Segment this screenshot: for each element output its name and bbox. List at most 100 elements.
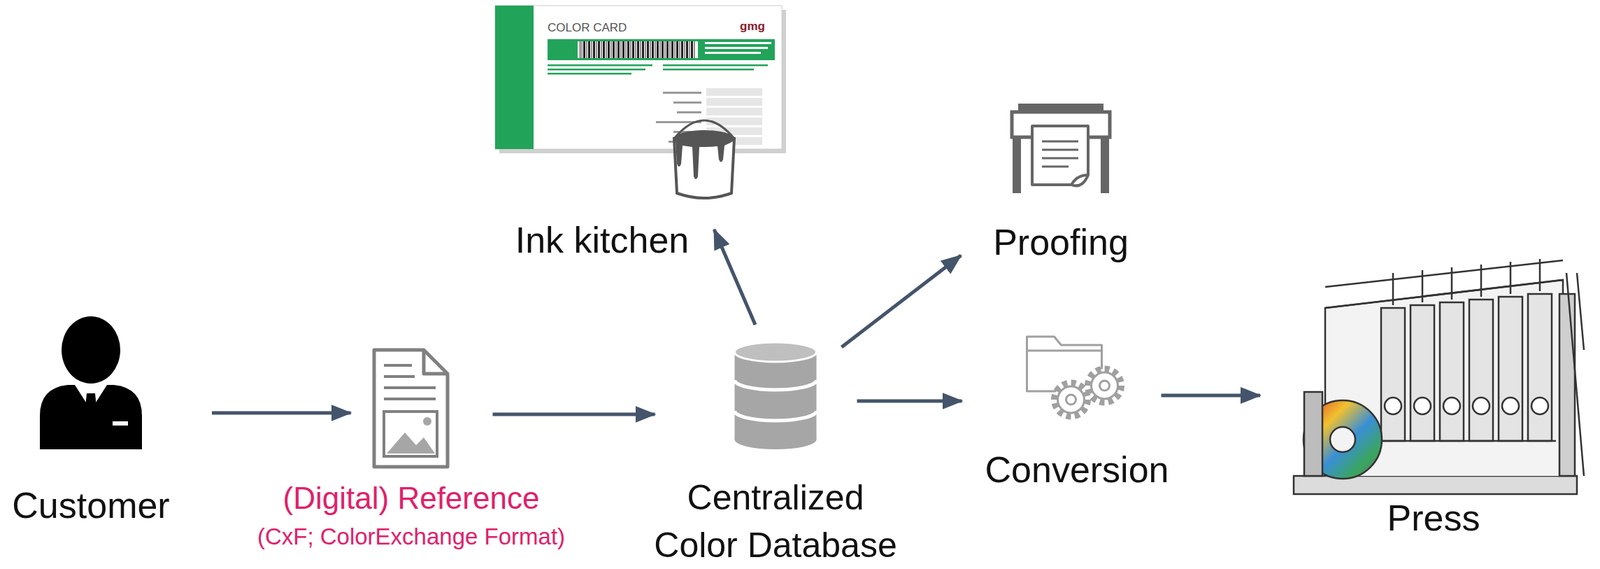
proof-printer-icon-part xyxy=(1041,140,1079,143)
document-icon-part xyxy=(423,349,448,374)
press-cylinder xyxy=(1502,397,1519,414)
press-unit xyxy=(1527,293,1552,441)
proof-printer-icon-part xyxy=(1012,137,1021,194)
color-card-part xyxy=(577,41,698,59)
press-unit xyxy=(1410,304,1435,441)
flow-arrow xyxy=(857,399,963,403)
color-card-part-part xyxy=(706,117,763,126)
node-label: (Digital) Reference xyxy=(283,479,540,517)
rail-post xyxy=(1539,258,1542,291)
color-card-part xyxy=(495,5,782,149)
color-card-part xyxy=(704,41,772,45)
proof-printer-icon xyxy=(1011,103,1110,194)
icon-area xyxy=(734,341,817,449)
printing-press-part xyxy=(1330,426,1356,452)
process-node: Centralized Color Database xyxy=(641,341,910,569)
flow-arrow xyxy=(1161,393,1261,398)
customer-icon-part xyxy=(39,384,142,449)
customer-icon-part xyxy=(61,316,121,384)
press-unit xyxy=(1498,296,1523,441)
color-card-part-part xyxy=(706,107,763,116)
database-icon-part xyxy=(734,341,817,362)
color-card-part xyxy=(704,46,768,49)
document-icon-part xyxy=(386,432,435,454)
proof-printer-icon-part xyxy=(1071,174,1089,185)
proof-printer-icon-part xyxy=(1032,125,1089,186)
database-icon-part xyxy=(734,379,817,390)
conversion-icon-part xyxy=(1091,372,1119,399)
database-icon-part xyxy=(734,429,817,449)
printing-press-part xyxy=(1381,439,1556,442)
node-label: Proofing xyxy=(993,220,1129,263)
node-label: Ink kitchen xyxy=(515,218,690,261)
color-card-part xyxy=(662,68,754,71)
color-card-part xyxy=(495,5,534,149)
proof-printer-icon-part xyxy=(1041,165,1069,168)
conversion-icon-part xyxy=(1027,349,1103,352)
color-card-part-part xyxy=(706,97,763,106)
node-sublabel: (CxF; ColorExchange Format) xyxy=(257,522,566,551)
paint-bucket-part xyxy=(675,139,733,180)
printing-press-part xyxy=(1566,272,1584,476)
document-icon-part xyxy=(423,416,432,426)
color-card-part xyxy=(547,39,775,61)
document-icon-part xyxy=(383,363,412,367)
conversion-icon-part xyxy=(1058,386,1085,413)
document-icon xyxy=(374,349,448,467)
color-card-part xyxy=(547,68,646,71)
database-icon-part xyxy=(734,410,817,421)
proof-printer-icon-part xyxy=(1100,137,1110,194)
process-node: Press xyxy=(1279,265,1589,539)
flow-arrow xyxy=(713,229,756,325)
paint-bucket-part xyxy=(674,138,735,198)
process-node: Ink kitchen xyxy=(511,218,694,261)
press-cylinder xyxy=(1531,397,1549,414)
icon-area xyxy=(372,346,452,470)
press-unit xyxy=(1381,307,1405,441)
rail-post xyxy=(1451,267,1454,300)
flow-arrow xyxy=(211,411,352,415)
process-node: Customer xyxy=(7,316,174,526)
icon-area xyxy=(39,316,142,449)
customer-icon xyxy=(39,316,142,449)
press-cylinder xyxy=(1384,397,1402,414)
conversion-icon-part xyxy=(1066,394,1077,405)
press-cylinder xyxy=(1472,397,1490,414)
proof-printer-icon-part xyxy=(1041,157,1079,160)
printing-press-part xyxy=(1325,260,1563,287)
node-label: Conversion xyxy=(984,448,1169,491)
color-card xyxy=(495,5,787,154)
press-unit xyxy=(1439,302,1464,441)
process-node: (Digital) Reference (CxF; ColorExchange F… xyxy=(253,346,570,551)
color-card-part xyxy=(547,64,653,67)
node-label: Customer xyxy=(11,483,170,526)
node-label: Centralized Color Database xyxy=(646,473,905,569)
document-icon-part xyxy=(374,349,448,467)
card-title: COLOR CARD xyxy=(547,20,627,35)
rail-post xyxy=(1509,261,1512,294)
paint-bucket xyxy=(674,120,735,198)
color-card-part xyxy=(704,51,761,54)
printing-press-part xyxy=(1304,391,1323,476)
conversion-icon-part xyxy=(1100,380,1110,391)
color-card-part xyxy=(547,72,632,75)
icon-area xyxy=(1023,326,1131,424)
printing-press-part xyxy=(1576,272,1584,350)
node-label: Press xyxy=(1387,496,1481,539)
color-card-part-part xyxy=(673,101,702,104)
icon-area xyxy=(1009,102,1112,194)
press-unit xyxy=(1469,299,1494,441)
proof-printer-icon-part xyxy=(1041,148,1079,152)
conversion-icon-part xyxy=(1088,368,1122,403)
customer-icon-part xyxy=(83,393,99,440)
flow-arrow xyxy=(841,255,962,347)
conversion-icon xyxy=(1027,336,1122,417)
database-icon-part xyxy=(734,351,817,440)
document-icon-part xyxy=(383,374,415,378)
color-card-part-part xyxy=(676,111,702,114)
customer-icon-part xyxy=(112,420,128,426)
press-cylinder xyxy=(1413,397,1431,414)
flow-arrow xyxy=(493,412,656,417)
